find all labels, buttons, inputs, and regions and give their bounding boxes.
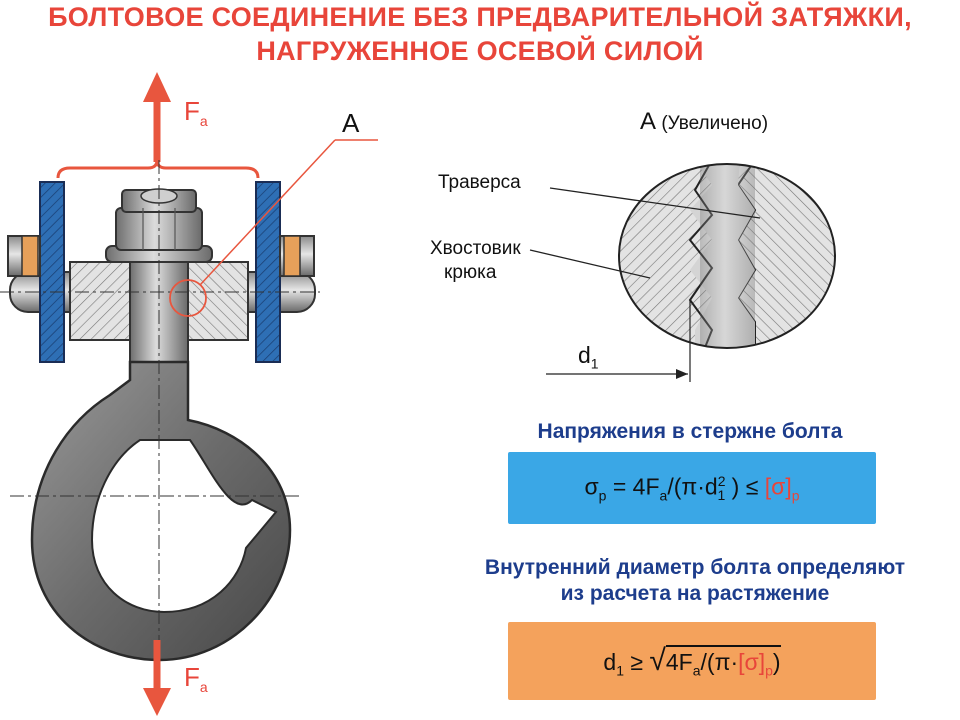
title-line-2: НАГРУЖЕННОЕ ОСЕВОЙ СИЛОЙ [256, 36, 704, 66]
force-arrow-top [143, 72, 171, 162]
leader-shank [529, 249, 651, 279]
callout-circle [169, 279, 207, 317]
label-shank-2: крюка [444, 262, 497, 283]
stress-heading: Напряжения в стержне болта [537, 420, 843, 443]
force-label-bottom: Fa [184, 662, 208, 696]
diameter-heading-1: Внутренний диаметр болта определяют [484, 556, 906, 579]
stress-formula: σр = 4Fa/(π·d21 ) ≤ [σ]р [584, 472, 800, 504]
callout-leader [199, 139, 336, 286]
callout-label: A [342, 108, 360, 138]
force-label-top: Fa [184, 96, 208, 130]
hook-inner [90, 439, 278, 614]
diameter-formula-box: d1 ≥ √4Fa/(π·[σ]р) [508, 622, 876, 700]
detail-title: A (Увеличено) [640, 108, 769, 135]
stress-formula-box: σр = 4Fa/(π·d21 ) ≤ [σ]р [508, 452, 876, 524]
force-arrow-bottom [143, 640, 171, 716]
brace [56, 159, 260, 179]
label-shank-1: Хвостовик [430, 238, 521, 259]
dim-arrow-d1 [676, 369, 688, 379]
plate-left [39, 181, 65, 363]
plate-right [255, 181, 281, 363]
title-line-1: БОЛТОВОЕ СОЕДИНЕНИЕ БЕЗ ПРЕДВАРИТЕЛЬНОЙ … [48, 2, 912, 32]
pin-left [7, 235, 41, 277]
detail-view [619, 164, 835, 348]
diameter-formula: d1 ≥ √4Fa/(π·[σ]р) [603, 643, 781, 679]
nut [105, 188, 213, 263]
leader-traverse [549, 187, 761, 219]
dim-label-d1: d1 [578, 342, 599, 372]
diameter-heading-2: из расчета на растяжение [560, 582, 830, 605]
detail-outline [618, 163, 836, 349]
label-traverse: Траверса [438, 172, 521, 193]
pin-right [279, 235, 315, 277]
